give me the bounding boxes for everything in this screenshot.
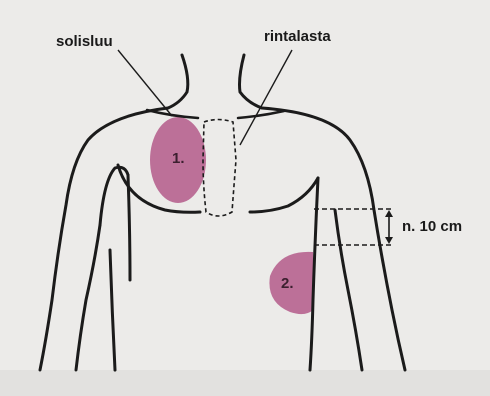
pad-2-label: 2. <box>281 275 294 292</box>
sternum-label: rintalasta <box>264 28 331 45</box>
distance-label: n. 10 cm <box>402 218 462 235</box>
pad-1-label: 1. <box>172 150 185 167</box>
collarbone-label: solisluu <box>56 33 113 50</box>
bottom-band <box>0 370 490 396</box>
